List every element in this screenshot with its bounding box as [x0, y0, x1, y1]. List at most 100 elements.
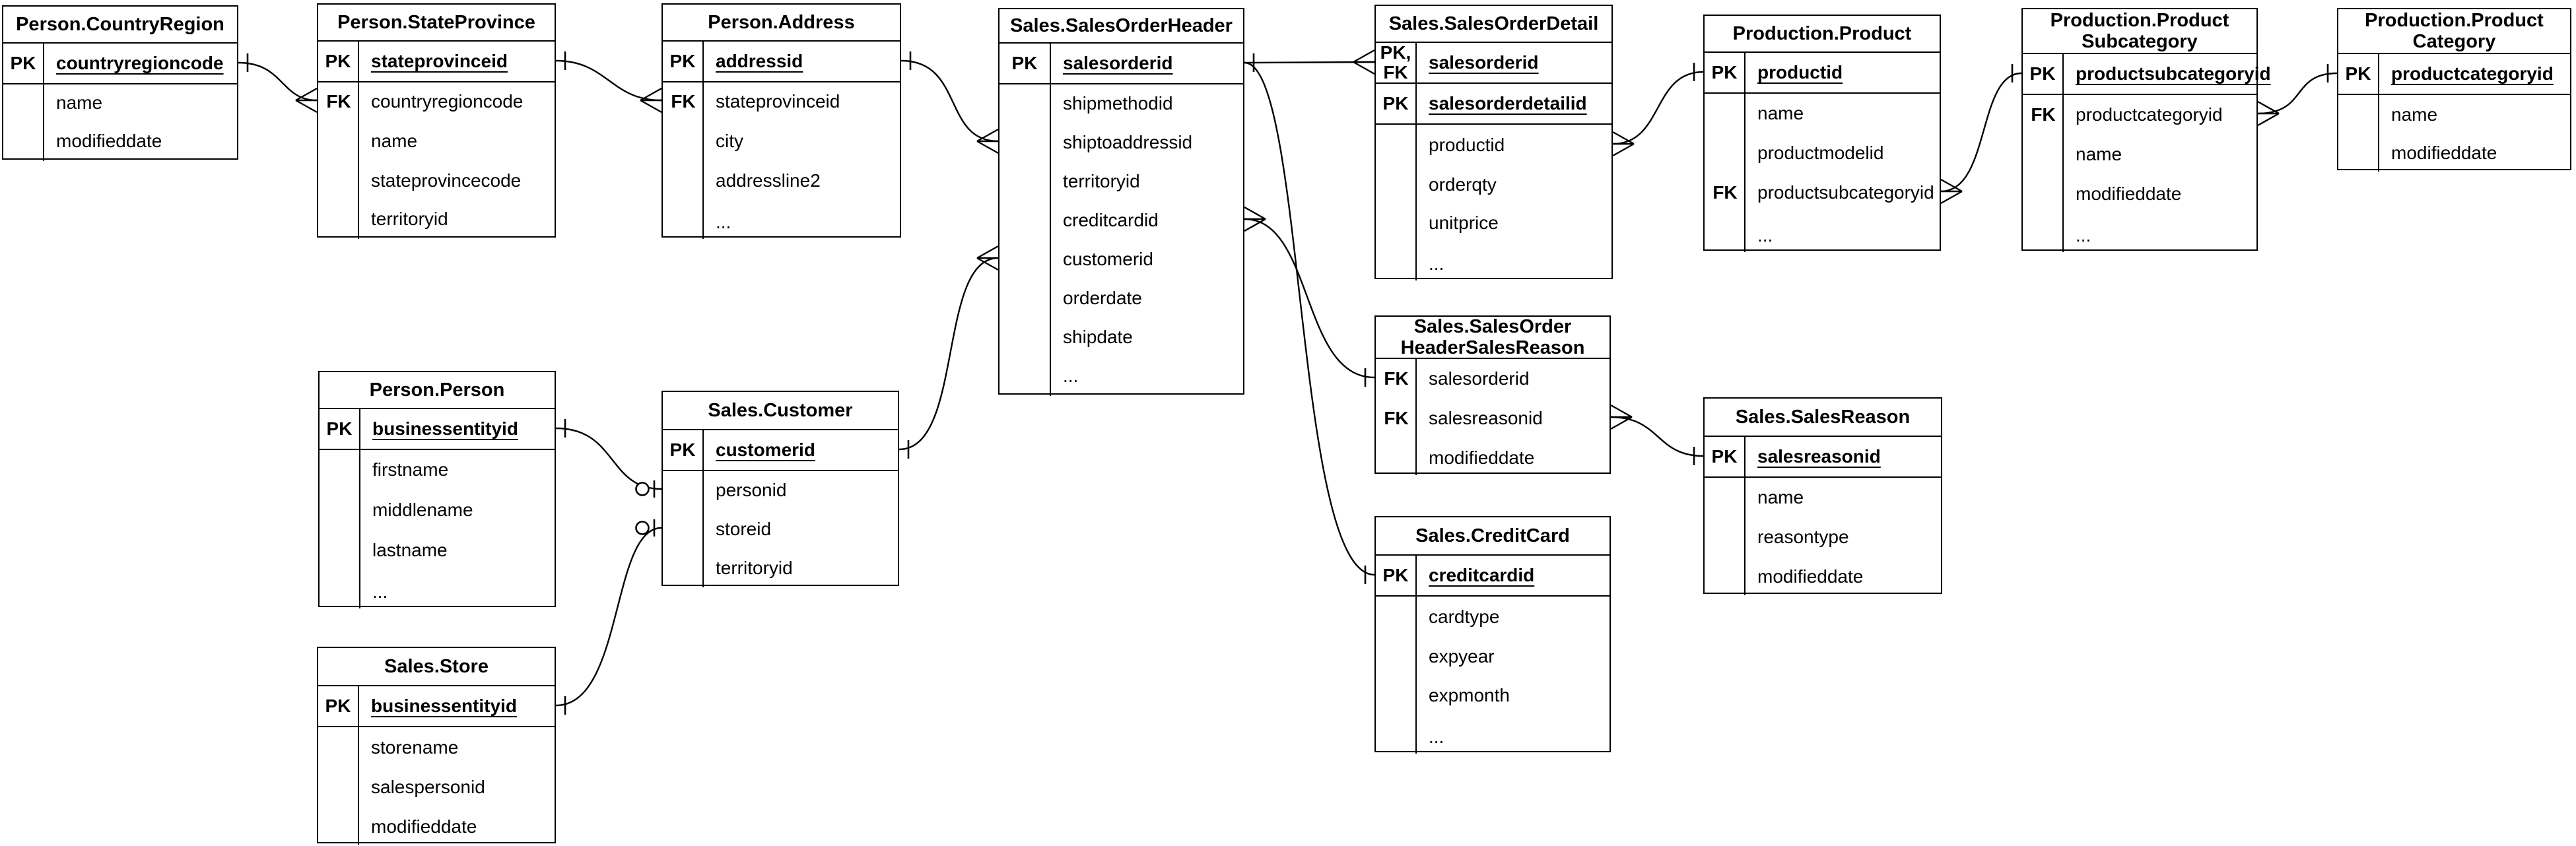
field-name: shipdate [1063, 327, 1133, 347]
primary-key-field: businessentityid [371, 696, 517, 716]
key-badge: PK [663, 42, 704, 81]
field-name: unitprice [1429, 212, 1499, 233]
field-name: name [1757, 103, 1804, 123]
key-badge: PK [1705, 437, 1746, 476]
relationship-sales-customer-sales-salesorderheader [898, 245, 999, 459]
key-badge: FK [671, 91, 696, 112]
key-badge: PK [1376, 84, 1417, 123]
table-title-line: Sales.SalesOrderHeader [1010, 15, 1233, 36]
relationship-production-productsubcategory-production-productcategory [2257, 64, 2338, 127]
field-row: territoryid [663, 556, 898, 580]
primary-key-field: salesorderid [1429, 52, 1539, 73]
field-row: addressline2 [663, 169, 900, 193]
field-name: city [716, 131, 743, 151]
field-row: name [3, 91, 237, 115]
table-title-line: Sales.CreditCard [1415, 525, 1570, 546]
table-title-line: Sales.Store [384, 656, 489, 677]
field-row: storename [318, 736, 555, 760]
field-row: shiptoaddressid [1000, 131, 1243, 154]
zero-marker-circle [635, 482, 650, 496]
relationship-sales-salesorderheader-sales-creditcard [1244, 61, 1375, 584]
field-row: productid [1376, 133, 1611, 157]
table-title-line: Subcategory [2082, 31, 2198, 52]
key-column-divider [1705, 94, 1746, 252]
field-name: ... [1757, 225, 1773, 245]
field-name: ... [1429, 253, 1444, 274]
field-row: territoryid [1000, 170, 1243, 193]
field-name: ... [1429, 727, 1444, 747]
field-name: cardtype [1429, 606, 1500, 627]
field-row: personid [663, 478, 898, 502]
field-row: modifieddate [1705, 565, 1941, 589]
field-row: name [318, 129, 555, 153]
primary-key-field: customerid [716, 439, 815, 460]
field-row: modifieddate [3, 129, 237, 153]
key-column-divider [320, 450, 360, 608]
primary-key-field: addressid [716, 51, 803, 71]
field-row: modifieddate [1376, 446, 1610, 470]
relationship-sales-salesorderheader-sales-salesorderheadersalesreason [1244, 206, 1375, 387]
field-row: ... [663, 211, 900, 234]
table-title-line: HeaderSalesReason [1400, 337, 1585, 358]
field-name: name [2076, 144, 2122, 164]
field-name: countryregioncode [371, 91, 524, 112]
many-marker [976, 128, 999, 154]
field-row: ... [1705, 224, 1940, 247]
field-row: firstname [320, 458, 555, 482]
table-title: Sales.SalesOrderHeader [1000, 9, 1243, 44]
field-name: modifieddate [56, 131, 162, 151]
relationship-sales-salesorderdetail-production-product [1612, 63, 1704, 157]
table-title-line: Production.Product [2365, 10, 2544, 31]
field-name: modifieddate [371, 816, 477, 837]
field-name: middlename [372, 500, 473, 520]
field-row: productmodelid [1705, 141, 1940, 165]
table-title: Sales.CreditCard [1376, 517, 1610, 556]
field-row: storeid [663, 517, 898, 541]
primary-key-field: salesorderid [1063, 53, 1173, 73]
field-row: modifieddate [2023, 182, 2256, 206]
field-row: city [663, 129, 900, 153]
key-badge: FK [2031, 104, 2056, 125]
many-marker [295, 87, 318, 114]
relationship-person-countryregion-person-stateprovince [238, 53, 318, 114]
key-column-divider [2023, 95, 2064, 252]
field-row: expmonth [1376, 684, 1610, 707]
table-title: Sales.SalesOrderDetail [1376, 6, 1611, 43]
field-name: expyear [1429, 646, 1495, 667]
many-marker [1610, 404, 1633, 430]
primary-key-field: businessentityid [372, 418, 518, 439]
field-row: ... [2023, 224, 2256, 247]
field-name: salesorderid [1429, 368, 1530, 389]
field-name: creditcardid [1063, 210, 1159, 230]
key-column-divider [3, 84, 44, 161]
key-column-divider [318, 727, 359, 845]
table-title-line: Production.Product [2050, 10, 2229, 31]
table-title: Sales.Store [318, 648, 555, 686]
field-name: ... [372, 581, 388, 602]
many-marker [1353, 49, 1375, 75]
field-row: expyear [1376, 645, 1610, 668]
field-name: stateprovincecode [371, 170, 522, 191]
relationship-sales-store-sales-customer [555, 519, 662, 715]
key-column-divider [1705, 478, 1746, 595]
field-name: orderqty [1429, 174, 1497, 195]
